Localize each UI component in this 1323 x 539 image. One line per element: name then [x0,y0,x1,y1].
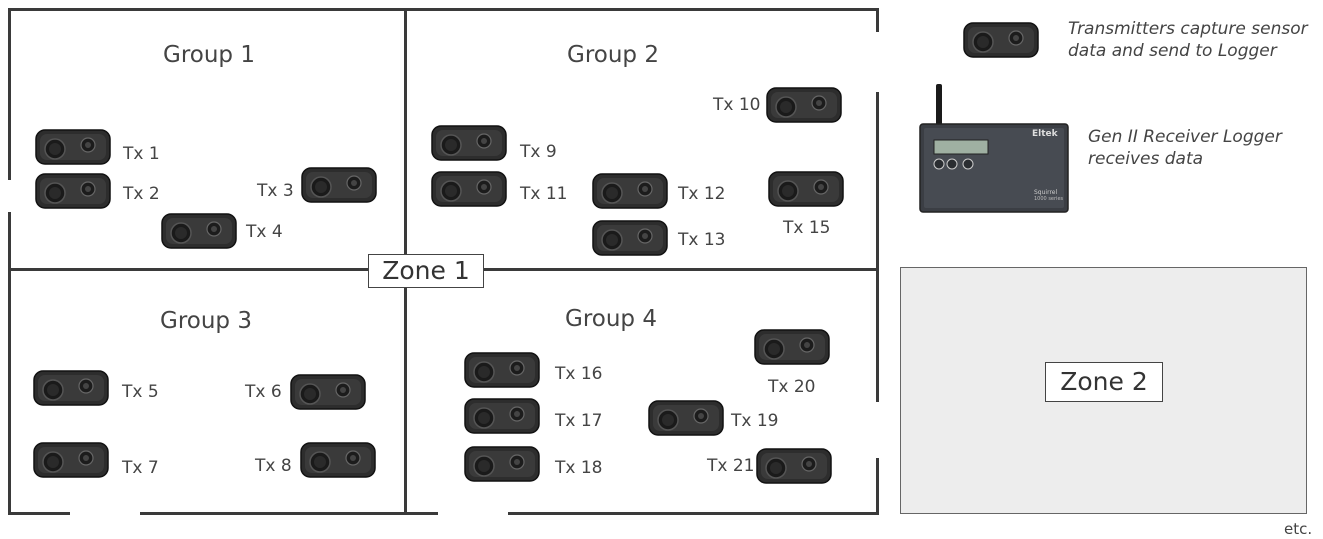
legend-transmitter-icon [963,21,1039,59]
zone-1-label: Zone 1 [368,254,484,288]
transmitter-icon [431,170,507,208]
transmitter-icon [754,328,830,366]
wall-left-upper [8,8,11,180]
tx-10-label: Tx 10 [713,95,761,115]
transmitter-icon [431,124,507,162]
transmitter-icon [648,399,724,437]
tx-16-label: Tx 16 [555,364,603,384]
tx-19-label: Tx 19 [731,411,779,431]
wall-middle-right [484,268,878,271]
tx-15-label: Tx 15 [783,218,831,238]
wall-right-middle [876,92,879,402]
tx-3-label: Tx 3 [257,181,294,201]
tx-17-label: Tx 17 [555,411,603,431]
etc-label: etc. [1284,520,1313,538]
legend-transmitter-line1: Transmitters capture sensor [1068,19,1308,39]
wall-right-upper [876,8,879,32]
logger-series: 1000 series [1034,196,1064,202]
tx-5-label: Tx 5 [122,382,159,402]
transmitter-icon [35,172,111,210]
transmitter-icon [592,172,668,210]
tx-9-label: Tx 9 [520,142,557,162]
tx-21-label: Tx 21 [707,456,755,476]
group-3-title: Group 3 [160,308,252,334]
tx-8-label: Tx 8 [255,456,292,476]
logger-brand: Eltek [1032,129,1058,139]
tx-1-label: Tx 1 [123,144,160,164]
wall-left-lower [8,212,11,514]
group-4-title: Group 4 [565,306,657,332]
tx-12-label: Tx 12 [678,184,726,204]
transmitter-icon [464,351,540,389]
legend-transmitter-line2: data and send to Logger [1068,41,1277,61]
transmitter-icon [756,447,832,485]
tx-13-label: Tx 13 [678,230,726,250]
wall-bottom-3 [508,512,878,515]
tx-11-label: Tx 11 [520,184,568,204]
logger-model: Squirrel [1034,189,1058,196]
tx-2-label: Tx 2 [123,184,160,204]
transmitter-icon [592,219,668,257]
transmitter-icon [300,441,376,479]
wall-top [8,8,878,11]
receiver-logger-icon: Eltek Squirrel 1000 series [916,84,1071,214]
transmitter-icon [33,369,109,407]
legend-logger-line2: receives data [1088,149,1204,169]
wall-bottom-2 [140,512,438,515]
wall-bottom-1 [8,512,70,515]
tx-20-label: Tx 20 [768,377,816,397]
legend-transmitter-text: Transmitters capture sensor data and sen… [1068,18,1308,62]
transmitter-icon [161,212,237,250]
transmitter-icon [768,170,844,208]
zone-2-label: Zone 2 [1045,362,1163,402]
tx-7-label: Tx 7 [122,458,159,478]
transmitter-icon [464,397,540,435]
transmitter-icon [290,373,366,411]
transmitter-icon [464,445,540,483]
wall-middle-left [8,268,368,271]
legend-logger-line1: Gen II Receiver Logger [1088,127,1282,147]
transmitter-icon [301,166,377,204]
tx-6-label: Tx 6 [245,382,282,402]
transmitter-icon [766,86,842,124]
transmitter-icon [35,128,111,166]
wall-right-lower [876,458,879,515]
group-1-title: Group 1 [163,42,255,68]
tx-4-label: Tx 4 [246,222,283,242]
tx-18-label: Tx 18 [555,458,603,478]
group-2-title: Group 2 [567,42,659,68]
legend-logger-text: Gen II Receiver Logger receives data [1088,126,1282,170]
transmitter-icon [33,441,109,479]
